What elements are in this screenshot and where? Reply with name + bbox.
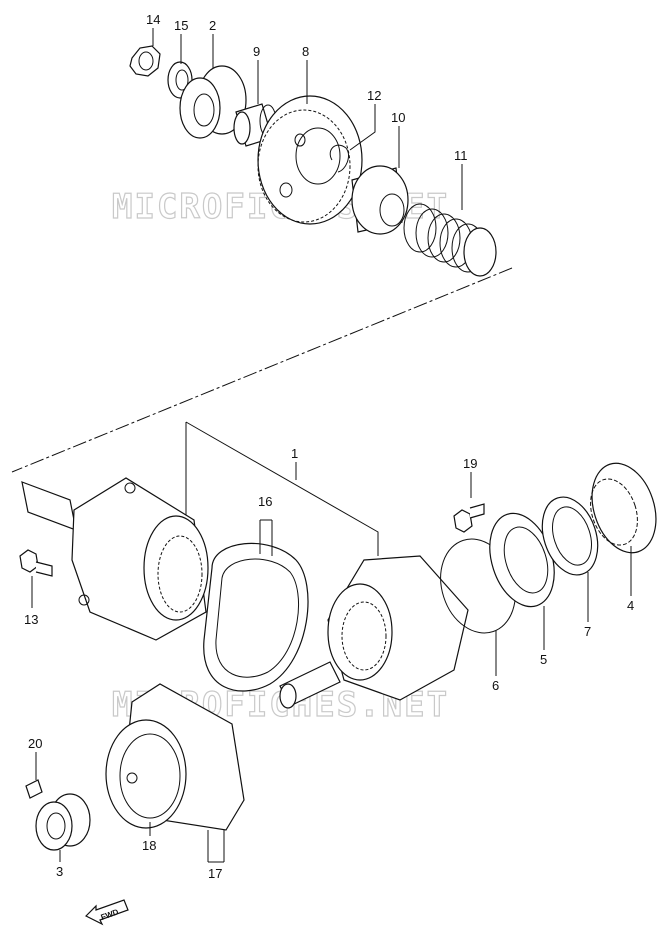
callout-16: 16 [258,494,272,509]
leader-lines [31,28,632,862]
callout-10: 10 [391,110,405,125]
part-18-cover [105,719,187,829]
part-20-pin [25,779,43,799]
callout-1: 1 [291,446,298,461]
callout-9: 9 [253,44,260,59]
callout-14: 14 [146,12,160,27]
part-14-nut [129,45,161,77]
callout-2: 2 [209,18,216,33]
callout-15: 15 [174,18,188,33]
part-10-hub [351,165,409,235]
callout-13: 13 [24,612,38,627]
fwd-arrow-icon: FWD [84,899,129,926]
part-13-bolt [19,549,53,577]
callout-3: 3 [56,864,63,879]
part-7-washer [541,496,599,576]
callout-12: 12 [367,88,381,103]
callout-7: 7 [584,624,591,639]
part-12-circlip [329,144,349,173]
callout-19: 19 [463,456,477,471]
callout-8: 8 [302,44,309,59]
part-11-spring [403,203,497,277]
callout-5: 5 [540,652,547,667]
part-4-ring-nut [590,462,657,554]
callout-6: 6 [492,678,499,693]
part-16-gasket [203,519,309,692]
callout-18: 18 [142,838,156,853]
part-8-gear [257,95,363,225]
callout-4: 4 [627,598,634,613]
part-1-input-housing [21,477,209,641]
callout-11: 11 [454,148,468,163]
alignment-line [11,267,513,473]
part-5-seal [489,512,555,608]
part-2-bearing [179,65,247,139]
part-1-bracket [185,421,379,556]
callout-20: 20 [28,736,42,751]
part-19-bolt [453,503,485,533]
part-1-output-housing [279,555,469,709]
part-3-bearing [35,793,91,851]
callout-17: 17 [208,866,222,881]
